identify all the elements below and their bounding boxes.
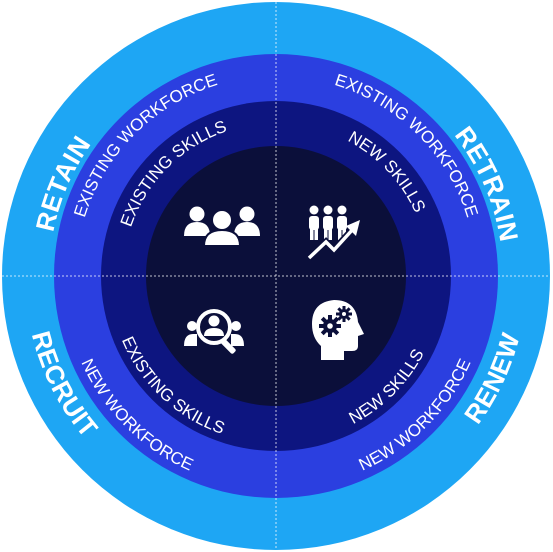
growth-team-chart-icon — [306, 205, 360, 261]
head-gears-icon — [312, 300, 364, 360]
people-group-icon — [184, 206, 260, 247]
search-person-icon — [184, 309, 244, 354]
